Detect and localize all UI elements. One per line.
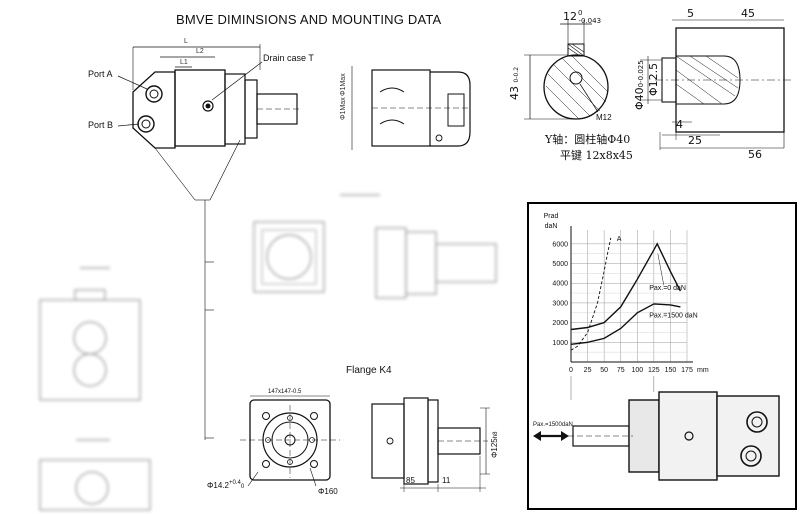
shaft-side-view <box>640 19 792 150</box>
motor-flange <box>628 399 660 473</box>
radial-load-chart-box: 0 25 50 75 100 125 150 175 1000 2000 3000 4000 5000 6… <box>527 202 797 510</box>
x-tick-label: 125 <box>648 367 660 374</box>
vertical-dim-1: Φ1Max <box>340 97 347 120</box>
len-5-dim: 5 <box>687 7 694 20</box>
len-4-dim: 4 <box>676 118 683 131</box>
x-tick-label: 50 <box>600 367 608 374</box>
shaft-dia-dim: Φ400-0.025 <box>633 60 646 110</box>
flange-front-blurred <box>253 221 325 293</box>
series-line-2 <box>570 242 682 331</box>
port-a-label: Port A <box>88 69 113 79</box>
y-tick-label: 3000 <box>552 300 568 307</box>
port-a-inner-icon <box>751 416 763 428</box>
y-tick-label: 2000 <box>552 320 568 327</box>
port-b-inner-icon <box>745 450 757 462</box>
port-b-icon <box>740 445 762 467</box>
dim-l2: L2 <box>196 48 204 55</box>
y-tick-label: 1000 <box>552 340 568 347</box>
left-view-blurred <box>39 299 141 401</box>
x-tick-label: 150 <box>665 367 677 374</box>
series-label-a: A <box>617 236 622 243</box>
flange-k4-label: Flange K4 <box>346 365 392 376</box>
drain-port-icon <box>684 431 694 441</box>
shaft-cross-section <box>524 20 609 120</box>
len-25-dim: 25 <box>688 134 702 147</box>
series-label-pax0: Pax.=0 daN <box>649 285 686 292</box>
thread-label: M12 <box>596 113 612 122</box>
len-56-dim: 56 <box>748 148 762 161</box>
y-axis-label-2: daN <box>545 223 558 230</box>
x-tick-label: 75 <box>617 367 625 374</box>
x-tick-label: 100 <box>631 367 643 374</box>
motor-body <box>658 391 718 481</box>
series-line-3 <box>570 303 681 345</box>
leader-pax0 <box>657 253 665 286</box>
y-axis-label-1: Prad <box>544 213 559 220</box>
height-dim: 43 0-0.2 <box>508 66 521 100</box>
x-tick-label: 0 <box>569 367 573 374</box>
drain-case-label: Drain case T <box>263 53 314 63</box>
motor-top-view <box>351 66 471 150</box>
y-tick-label: 5000 <box>552 261 568 268</box>
flange-len-85: 85 <box>406 476 415 485</box>
flange-len-11: 11 <box>442 476 451 485</box>
flange-k4-front-view <box>240 395 340 487</box>
arrow-head-right <box>561 431 569 441</box>
dim-l: L <box>184 38 188 45</box>
motor-end-cover <box>716 395 780 477</box>
y-tick-label: 6000 <box>552 241 568 248</box>
x-axis-label: mm <box>697 367 709 374</box>
len-45-dim: 45 <box>741 7 755 20</box>
motor-side-view <box>117 44 300 440</box>
axial-load-label: Pax.=1500daN <box>533 422 573 428</box>
x-tick-label: 175 <box>681 367 693 374</box>
series-line-1 <box>570 237 612 351</box>
flange-pilot-dim: Φ125h8 <box>490 431 499 458</box>
y-tick-label: 4000 <box>552 281 568 288</box>
flange-k4-side-view <box>371 397 490 492</box>
pilot-dia-dim: Φ12.5 <box>647 62 660 96</box>
radial-load-chart: 0 25 50 75 100 125 150 175 1000 2000 3000 4000 5000 6… <box>533 213 780 481</box>
port-a-icon <box>746 411 768 433</box>
shaft-name-label: Y轴：圆柱轴Φ40 <box>545 133 631 146</box>
key-name-label: 平键 12x8x45 <box>560 149 633 162</box>
page-title: BMVE DIMINSIONS AND MOUNTING DATA <box>176 12 442 27</box>
arrow-head-left <box>533 431 541 441</box>
dim-l1: L1 <box>180 59 188 66</box>
port-b-label: Port B <box>88 120 114 130</box>
x-tick-label: 25 <box>584 367 592 374</box>
flange-outer-dim: Φ160 <box>318 487 338 496</box>
flange-hole-dim: Φ14.2+0.40 <box>207 480 245 490</box>
flange-bolt-dim: 147x147-0.5 <box>268 389 302 395</box>
key-width-dim: 120-0.043 <box>563 9 602 25</box>
series-label-pax1500: Pax.=1500 daN <box>649 313 697 320</box>
vertical-dim-2: Φ1Max <box>340 73 347 96</box>
